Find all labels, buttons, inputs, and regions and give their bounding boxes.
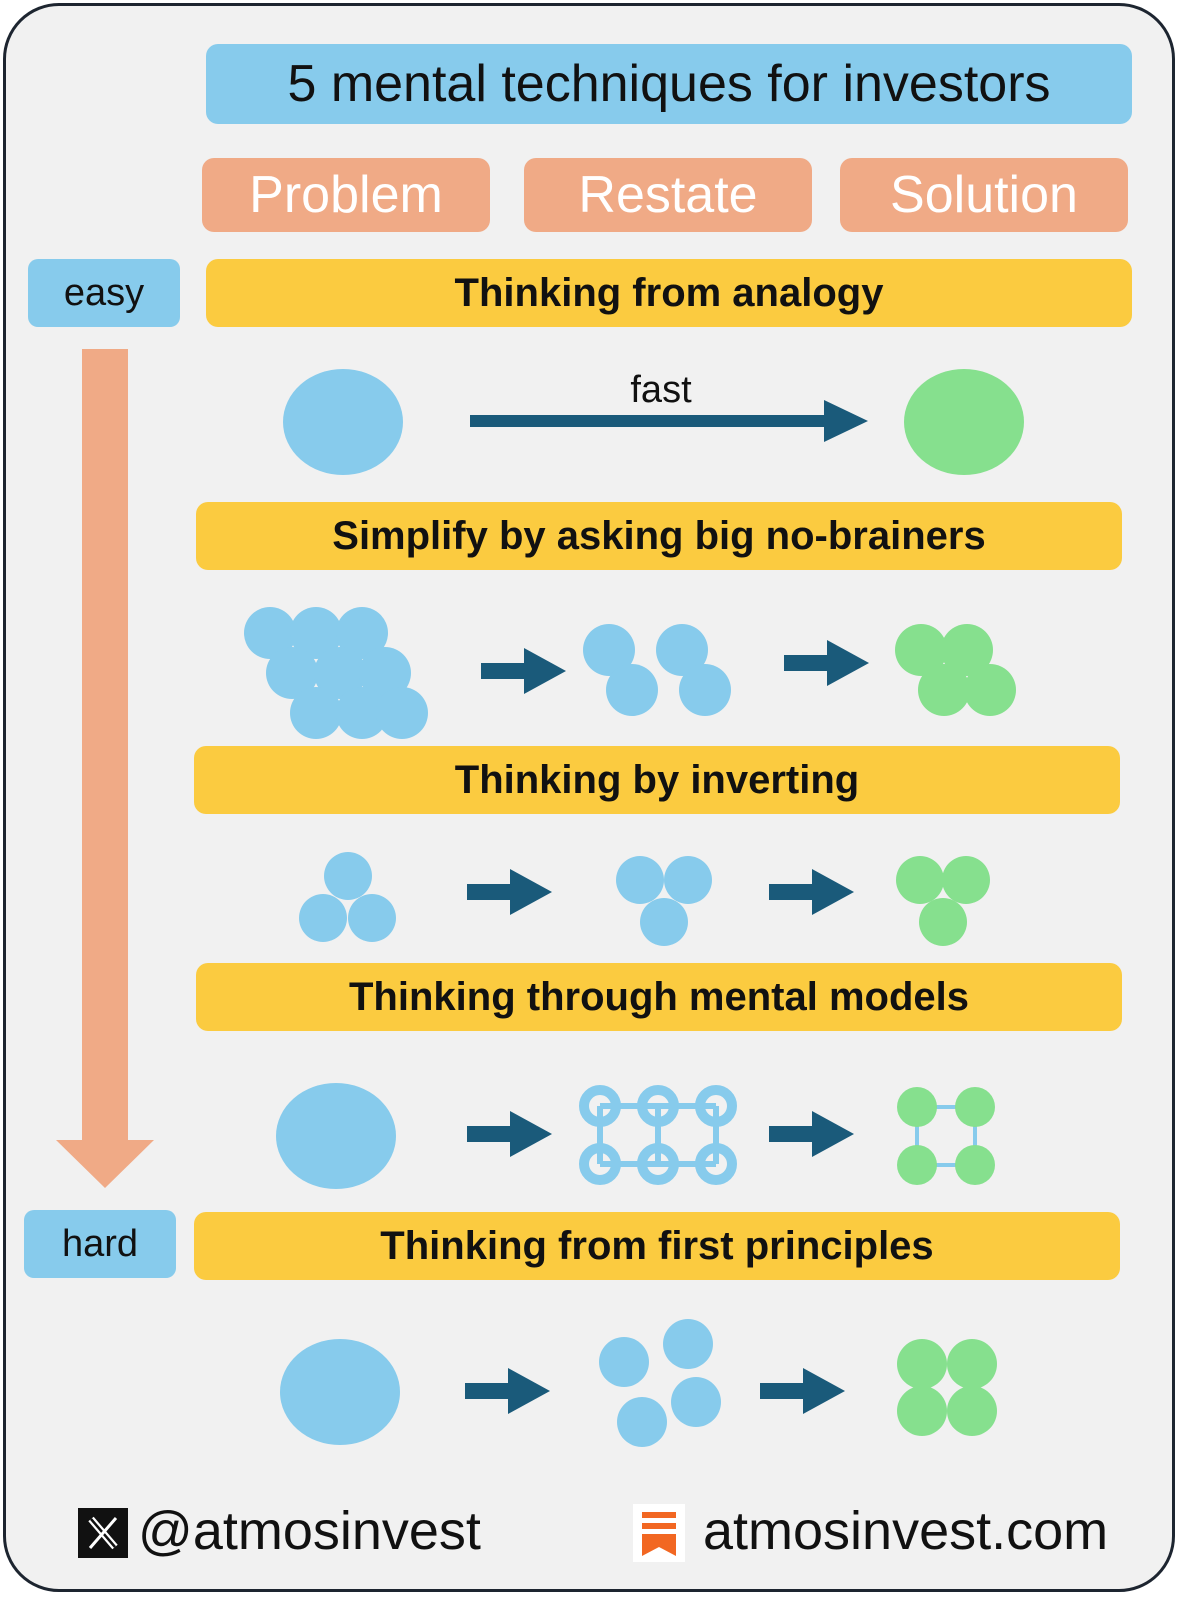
arrow-icon [769,1111,854,1157]
solution-blob [904,369,1024,475]
technique-mental-models: Thinking through mental models [196,963,1122,1031]
arrow-icon [784,640,869,686]
fast-arrow-icon [470,400,868,442]
column-header-restate: Restate [524,158,812,232]
column-header-problem: Problem [202,158,490,232]
solution-cluster [895,624,1016,716]
level-easy-badge: easy [28,259,180,327]
arrow-icon [760,1368,845,1414]
solution-cluster [897,1339,997,1436]
arrow-icon [481,648,566,694]
mental-model-grid [579,1085,737,1185]
technique-first-principles: Thinking from first principles [194,1212,1120,1280]
problem-cluster [299,852,396,942]
problem-blob [280,1339,400,1445]
arrow-icon [769,869,854,915]
restated-cluster [583,624,731,716]
problem-blob [283,369,403,475]
footer-handle: @atmosinvest [138,1501,481,1561]
problem-blob [276,1083,396,1189]
page-title: 5 mental techniques for investors [206,44,1132,124]
fast-label: fast [630,369,692,411]
solution-cluster [896,856,990,946]
arrow-icon [465,1368,550,1414]
footer-website: atmosinvest.com [703,1501,1109,1561]
column-header-solution: Solution [840,158,1128,232]
solution-network [897,1087,995,1185]
x-logo-icon [78,1508,128,1558]
inverted-cluster [616,856,712,946]
level-hard-badge: hard [24,1210,176,1278]
difficulty-arrow [56,349,154,1188]
technique-analogy: Thinking from analogy [206,259,1132,327]
problem-cluster [244,607,428,739]
decomposed-parts [599,1319,721,1447]
arrow-icon [467,1111,552,1157]
technique-no-brainers: Simplify by asking big no-brainers [196,502,1122,570]
substack-icon [633,1504,685,1562]
arrow-icon [467,869,552,915]
technique-inverting: Thinking by inverting [194,746,1120,814]
